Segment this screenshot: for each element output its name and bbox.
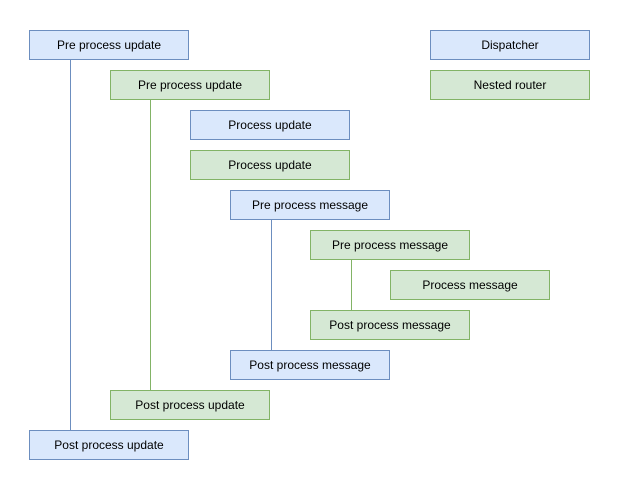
node-process-update-green[interactable]: Process update [190,150,350,180]
connector-line-1 [70,60,71,430]
node-pre-process-message-green[interactable]: Pre process message [310,230,470,260]
connector-line-2 [150,100,151,390]
legend-item-nested-router[interactable]: Nested router [430,70,590,100]
connector-line-4 [351,260,352,310]
node-pre-process-update-blue[interactable]: Pre process update [29,30,189,60]
node-post-process-update-blue[interactable]: Post process update [29,430,189,460]
node-process-update-blue[interactable]: Process update [190,110,350,140]
legend-item-dispatcher[interactable]: Dispatcher [430,30,590,60]
node-process-message-green[interactable]: Process message [390,270,550,300]
node-post-process-update-green[interactable]: Post process update [110,390,270,420]
node-post-process-message-green[interactable]: Post process message [310,310,470,340]
node-pre-process-update-green[interactable]: Pre process update [110,70,270,100]
node-pre-process-message-blue[interactable]: Pre process message [230,190,390,220]
node-post-process-message-blue[interactable]: Post process message [230,350,390,380]
connector-line-3 [271,220,272,350]
